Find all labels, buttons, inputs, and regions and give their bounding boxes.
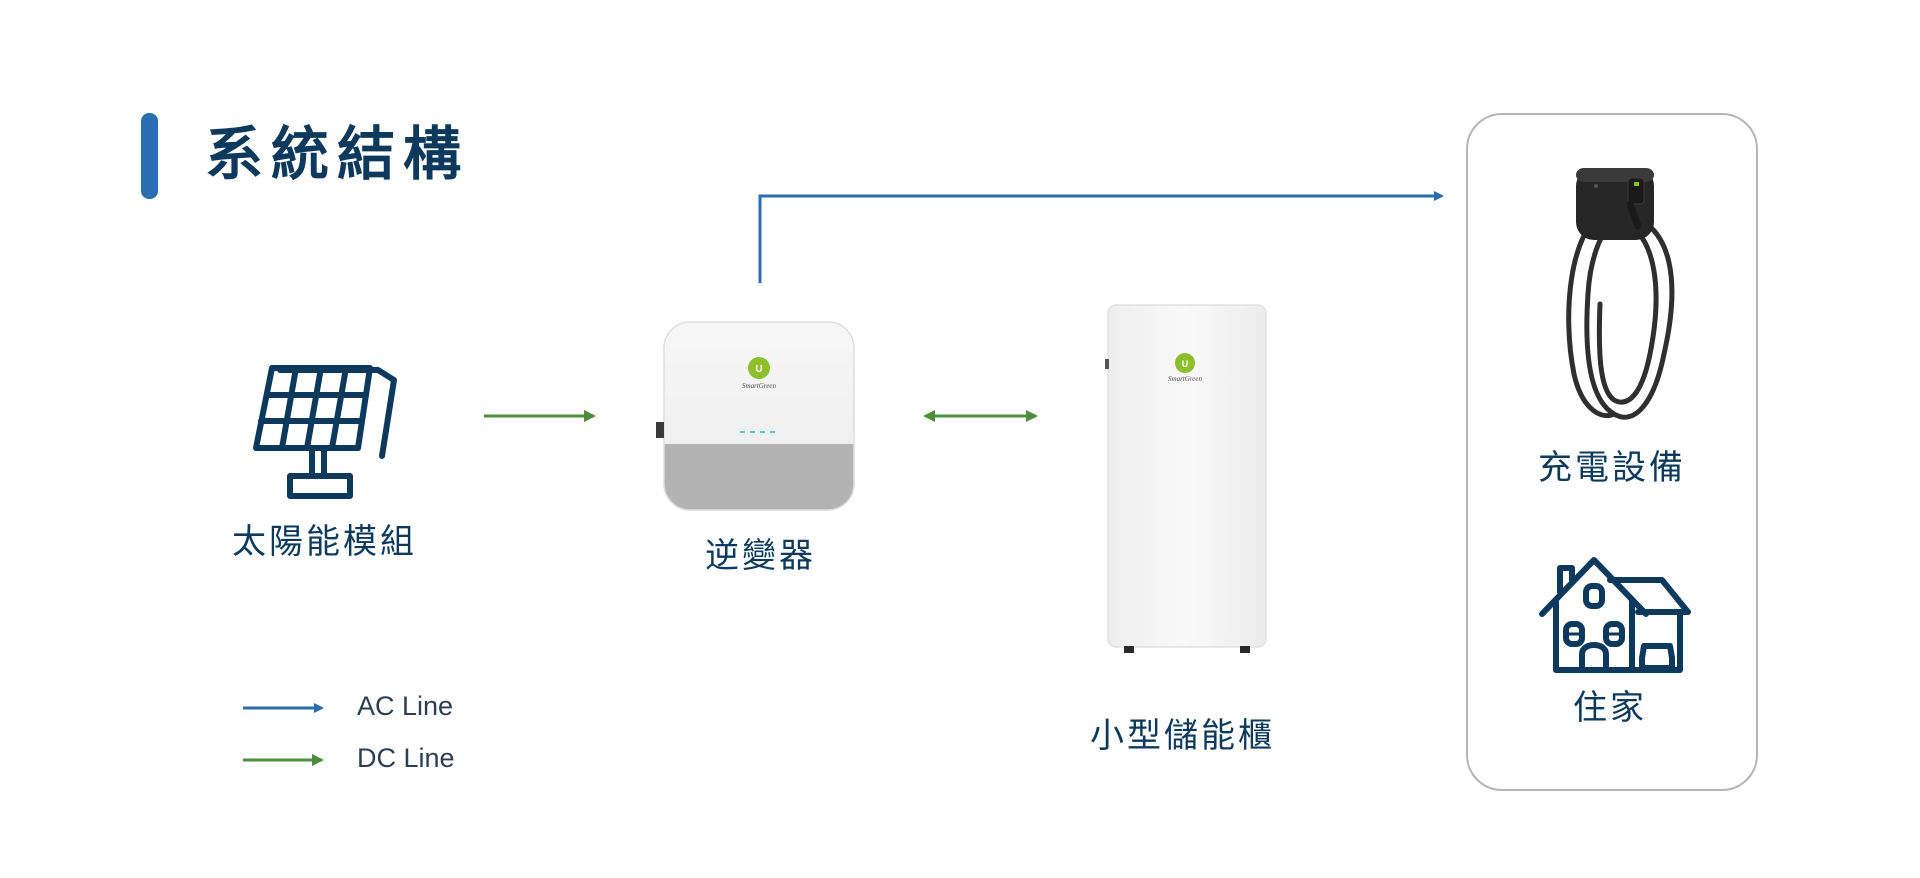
- inverter-label: 逆變器: [705, 536, 816, 576]
- title-accent-bar: [141, 113, 158, 199]
- storage-brand: SmartGreen: [1168, 375, 1202, 383]
- svg-text:U: U: [1182, 359, 1189, 369]
- ev-charger-icon: [1566, 168, 1675, 420]
- inverter-brand: SmartGreen: [742, 382, 776, 390]
- legend-dc-label: DC Line: [357, 743, 455, 773]
- solar-label: 太陽能模組: [232, 522, 417, 562]
- storage-label: 小型儲能櫃: [1090, 716, 1275, 756]
- svg-text:U: U: [755, 364, 762, 375]
- page-title: 系統結構: [205, 120, 470, 188]
- inverter-icon: U SmartGreen: [656, 321, 855, 511]
- house-icon: [1539, 557, 1691, 673]
- storage-cabinet-icon: U SmartGreen: [1105, 304, 1267, 653]
- ac-line-inverter-to-consumers: [758, 191, 1444, 283]
- charger-label: 充電設備: [1538, 448, 1686, 488]
- legend-ac-label: AC Line: [357, 691, 454, 721]
- home-label: 住家: [1573, 688, 1647, 728]
- solar-panel-icon: [253, 365, 397, 499]
